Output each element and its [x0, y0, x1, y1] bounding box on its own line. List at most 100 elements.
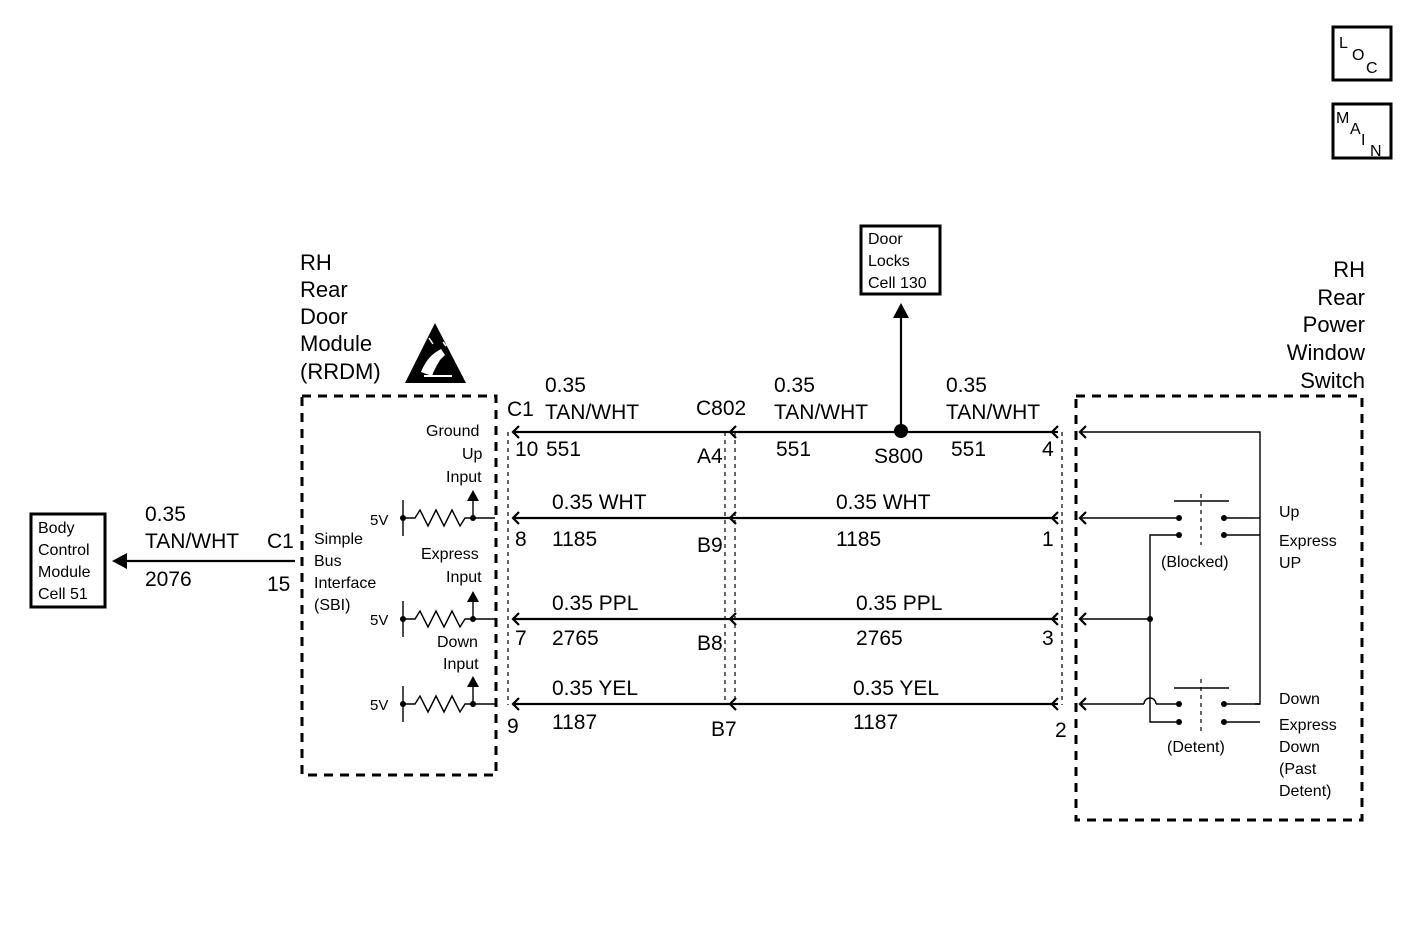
wire-551-gauge-right: 0.35 — [946, 374, 987, 397]
switch-express-down-label-3: (Past — [1279, 761, 1317, 778]
splice-s800-dot — [894, 424, 908, 438]
ground-up-input-label-2: Up — [462, 446, 483, 463]
wire-2765-circuit-right: 2765 — [856, 627, 903, 650]
bcm-line-1: Body — [38, 520, 74, 537]
door-locks-reference[interactable]: Door Locks Cell 130 — [859, 224, 942, 296]
rrdm-title-line-5: (RRDM) — [300, 359, 381, 384]
wire-551-circuit-mid: 551 — [776, 438, 811, 461]
down-input-label-2: Input — [443, 656, 479, 673]
loc-nav-button[interactable]: L O C — [1331, 25, 1393, 82]
switch-title: RH Rear Power Window Switch — [1287, 257, 1365, 393]
switch-title-line-5: Switch — [1300, 368, 1365, 393]
rrdm-title-line-1: RH — [300, 250, 332, 275]
wire-1185-label-left: 0.35 WHT — [552, 491, 647, 514]
main-letter-a: A — [1350, 121, 1361, 138]
ground-up-input-label-1: Ground — [426, 423, 479, 440]
bcm-reference[interactable]: Body Control Module Cell 51 — [29, 512, 107, 609]
rrdm-title-line-4: Module — [300, 331, 372, 356]
wire-1185-circuit-right: 1185 — [836, 528, 881, 551]
bcm-wire-gauge: 0.35 — [145, 503, 186, 526]
switch-express-up-label-1: Express — [1279, 533, 1337, 550]
main-letter-m: M — [1336, 110, 1349, 127]
main-nav-button[interactable]: M A I N — [1331, 102, 1393, 160]
bcm-wire-color: TAN/WHT — [145, 530, 239, 553]
express-input-label-1: Express — [421, 546, 479, 563]
sbi-line-4: (SBI) — [314, 597, 350, 614]
wire-2765-label-left: 0.35 PPL — [552, 592, 638, 615]
wire-1187-circuit-right: 1187 — [853, 711, 898, 734]
wire-1185-circuit-left: 1185 — [552, 528, 597, 551]
door-locks-arrow-icon — [893, 303, 909, 318]
wire-551-color-mid: TAN/WHT — [774, 401, 868, 424]
wire-1187: 0.35 YEL 0.35 YEL 9 1187 B7 1187 2 — [507, 677, 1067, 742]
sbi-label: Simple Bus Interface (SBI) — [314, 531, 376, 614]
connector-c1-label: C1 — [507, 398, 534, 421]
c802-pin-b8: B8 — [697, 632, 723, 655]
bcm-line-2: Control — [38, 542, 90, 559]
esd-warning-icon — [405, 323, 466, 383]
rrdm-pin-8: 8 — [515, 528, 527, 551]
sbi-line-2: Bus — [314, 553, 342, 570]
bcm-line-3: Module — [38, 564, 91, 581]
rrdm-title: RH Rear Door Module (RRDM) — [300, 250, 381, 384]
wire-2765: 0.35 PPL 0.35 PPL 7 2765 B8 2765 3 — [511, 592, 1059, 655]
switch-title-line-4: Window — [1287, 340, 1365, 365]
door-locks-line-3: Cell 130 — [868, 275, 927, 292]
loc-letter-c: C — [1366, 60, 1378, 77]
switch-express-down-label-4: Detent) — [1279, 783, 1331, 800]
connector-c802-label: C802 — [696, 397, 746, 420]
down-input-label-1: Down — [437, 634, 478, 651]
loc-letter-o: O — [1352, 47, 1364, 64]
wire-1187-circuit-left: 1187 — [552, 711, 597, 734]
switch-pin-3: 3 — [1042, 627, 1054, 650]
wire-551-gauge-left: 0.35 — [545, 374, 586, 397]
wire-551-color-left: TAN/WHT — [545, 401, 639, 424]
rrdm-title-line-3: Door — [300, 304, 348, 329]
splice-s800-label: S800 — [874, 445, 923, 468]
switch-pin-2: 2 — [1055, 719, 1067, 742]
bcm-arrow-icon — [112, 553, 127, 569]
loc-letter-l: L — [1339, 35, 1348, 52]
voltage-5v-1: 5V — [370, 512, 388, 529]
wire-551-circuit-left: 551 — [546, 438, 581, 461]
bcm-pin-15: 15 — [267, 573, 290, 596]
switch-title-line-1: RH — [1333, 257, 1365, 282]
switch-down-label: Down — [1279, 691, 1320, 708]
switch-detent-label: (Detent) — [1167, 739, 1225, 756]
c802-pin-b7: B7 — [711, 718, 737, 741]
pullup-resistor-3: 5V — [370, 676, 495, 722]
rrdm-pin-7: 7 — [515, 627, 527, 650]
wire-1187-label-left: 0.35 YEL — [552, 677, 638, 700]
wire-1185: 0.35 WHT 0.35 WHT 8 1185 B9 1185 1 — [511, 491, 1059, 557]
rrdm-module-box — [300, 394, 498, 777]
voltage-5v-2: 5V — [370, 612, 388, 629]
wire-551-gauge-mid: 0.35 — [774, 374, 815, 397]
switch-module-box — [1074, 394, 1364, 822]
rrdm-pin-10: 10 — [515, 438, 538, 461]
wire-551-color-right: TAN/WHT — [946, 401, 1040, 424]
switch-express-up-label-2: UP — [1279, 555, 1301, 572]
express-input-label-2: Input — [446, 569, 482, 586]
switch-express-down-label-1: Express — [1279, 717, 1337, 734]
switch-blocked-label: (Blocked) — [1161, 554, 1229, 571]
pullup-resistor-2: 5V — [370, 591, 495, 637]
wire-1187-label-right: 0.35 YEL — [853, 677, 939, 700]
sbi-line-1: Simple — [314, 531, 363, 548]
voltage-5v-3: 5V — [370, 697, 388, 714]
door-locks-line-1: Door — [868, 231, 903, 248]
c802-pin-a4: A4 — [697, 445, 723, 468]
switch-title-line-2: Rear — [1317, 285, 1365, 310]
bcm-connector-c1: C1 — [267, 530, 294, 553]
sbi-line-3: Interface — [314, 575, 376, 592]
bcm-line-4: Cell 51 — [38, 586, 88, 603]
main-letter-i: I — [1361, 132, 1365, 149]
bcm-wire-circuit: 2076 — [145, 568, 192, 591]
rrdm-pin-9: 9 — [507, 715, 519, 738]
main-letter-n: N — [1370, 143, 1382, 160]
c802-pin-b9: B9 — [697, 534, 723, 557]
rrdm-title-line-2: Rear — [300, 277, 348, 302]
wire-551: 0.35 TAN/WHT 0.35 TAN/WHT 0.35 TAN/WHT 1… — [511, 374, 1059, 468]
pullup-resistor-1: 5V — [370, 490, 495, 536]
wire-1185-label-right: 0.35 WHT — [836, 491, 931, 514]
